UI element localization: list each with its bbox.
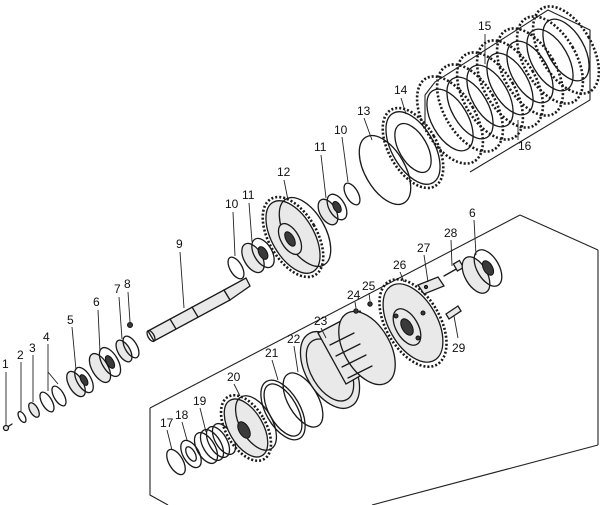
part-17-snap-ring bbox=[166, 448, 186, 476]
callout-1: 1 bbox=[2, 357, 9, 371]
leader-26 bbox=[399, 271, 405, 283]
part-3-nut bbox=[28, 402, 40, 418]
leader-6 bbox=[97, 309, 101, 353]
leader-5 bbox=[71, 326, 77, 371]
callout-26: 26 bbox=[393, 258, 407, 272]
leader-21 bbox=[271, 359, 279, 381]
callout-10a: 10 bbox=[225, 197, 239, 211]
callout-4: 4 bbox=[43, 330, 50, 344]
leader-7 bbox=[118, 296, 123, 340]
leader-12 bbox=[283, 179, 289, 201]
part-11-bearing-right bbox=[317, 193, 348, 226]
callout-25: 25 bbox=[362, 279, 376, 293]
callout-13: 13 bbox=[357, 104, 371, 118]
callout-24: 24 bbox=[347, 288, 361, 302]
lower-assembly-frame bbox=[149, 214, 599, 505]
leader-29 bbox=[453, 315, 459, 339]
callout-15: 15 bbox=[478, 19, 492, 33]
leader-27 bbox=[423, 254, 429, 283]
callout-3: 3 bbox=[29, 341, 36, 355]
callout-9: 9 bbox=[176, 237, 183, 251]
part-12-gear bbox=[261, 195, 332, 279]
leader-22 bbox=[293, 345, 299, 373]
part-10-snap-ring-right bbox=[343, 182, 361, 206]
part-15-16-clutch-disc-stack bbox=[415, 5, 600, 165]
callout-20: 20 bbox=[227, 370, 241, 384]
callout-12: 12 bbox=[277, 165, 291, 179]
part-1-pin bbox=[2, 423, 13, 432]
callout-23: 23 bbox=[314, 314, 328, 328]
leader-11b bbox=[320, 154, 327, 199]
leader-lines bbox=[5, 34, 519, 451]
part-14-clutch-plate bbox=[381, 106, 445, 190]
leader-23 bbox=[320, 327, 327, 339]
leader-4b bbox=[47, 371, 59, 385]
leader-24 bbox=[354, 301, 357, 309]
leader-25 bbox=[368, 292, 371, 302]
callout-10b: 10 bbox=[334, 123, 348, 137]
callout-18: 18 bbox=[175, 408, 189, 422]
callout-2: 2 bbox=[17, 348, 24, 362]
callout-27: 27 bbox=[417, 241, 431, 255]
leader-13 bbox=[363, 117, 373, 141]
part-13-large-snap-ring bbox=[358, 134, 412, 206]
callout-5: 5 bbox=[67, 313, 74, 327]
callout-numbers: 1 2 3 4 5 6 7 8 9 10 11 12 11 10 13 14 1… bbox=[2, 19, 532, 430]
callout-21: 21 bbox=[265, 346, 279, 360]
part-23-clutch-drum bbox=[299, 310, 396, 409]
leader-20 bbox=[233, 383, 241, 397]
leader-14 bbox=[400, 97, 407, 115]
part-9-shaft bbox=[146, 277, 251, 343]
leader-11a bbox=[248, 202, 253, 243]
callout-22: 22 bbox=[287, 332, 301, 346]
part-5-bearing bbox=[66, 366, 94, 398]
part-27-retainer bbox=[417, 276, 445, 295]
leader-6b bbox=[473, 219, 477, 256]
part-6-bearing-right bbox=[461, 249, 503, 294]
part-20-gear bbox=[219, 393, 278, 463]
part-28-bolt bbox=[443, 259, 465, 277]
callout-28: 28 bbox=[444, 226, 458, 240]
callout-11b: 11 bbox=[314, 140, 327, 154]
leader-9 bbox=[179, 251, 185, 309]
callout-16: 16 bbox=[518, 139, 532, 153]
part-6-bearing bbox=[88, 346, 122, 384]
leader-19 bbox=[199, 407, 207, 433]
part-25-pin bbox=[367, 301, 373, 307]
part-11-bearing-left bbox=[241, 237, 275, 274]
leader-18 bbox=[181, 421, 188, 441]
callout-14: 14 bbox=[394, 83, 408, 97]
part-24-pin bbox=[353, 308, 359, 314]
leader-10a bbox=[232, 211, 236, 257]
plate-stack-frame bbox=[424, 9, 591, 173]
callout-19: 19 bbox=[193, 394, 207, 408]
part-10-snap-ring-left bbox=[227, 256, 245, 280]
leader-10b bbox=[341, 136, 349, 183]
leader-28 bbox=[450, 239, 453, 267]
part-2-washer bbox=[17, 410, 27, 424]
part-8-ball bbox=[127, 322, 133, 328]
callout-6b: 6 bbox=[469, 206, 476, 220]
part-18-washer bbox=[180, 439, 202, 469]
callout-7: 7 bbox=[114, 282, 121, 296]
leader-8 bbox=[127, 291, 131, 323]
callout-29: 29 bbox=[452, 341, 466, 355]
callout-8: 8 bbox=[124, 277, 131, 291]
part-7-collar bbox=[115, 335, 140, 363]
part-29-key bbox=[445, 305, 462, 320]
part-21-ring bbox=[260, 379, 306, 441]
callout-17: 17 bbox=[160, 416, 174, 430]
part-4-snap-rings bbox=[39, 385, 67, 413]
leader-17 bbox=[166, 429, 173, 451]
callout-6: 6 bbox=[93, 295, 100, 309]
callout-11a: 11 bbox=[242, 188, 255, 202]
part-26-gear bbox=[378, 277, 448, 369]
